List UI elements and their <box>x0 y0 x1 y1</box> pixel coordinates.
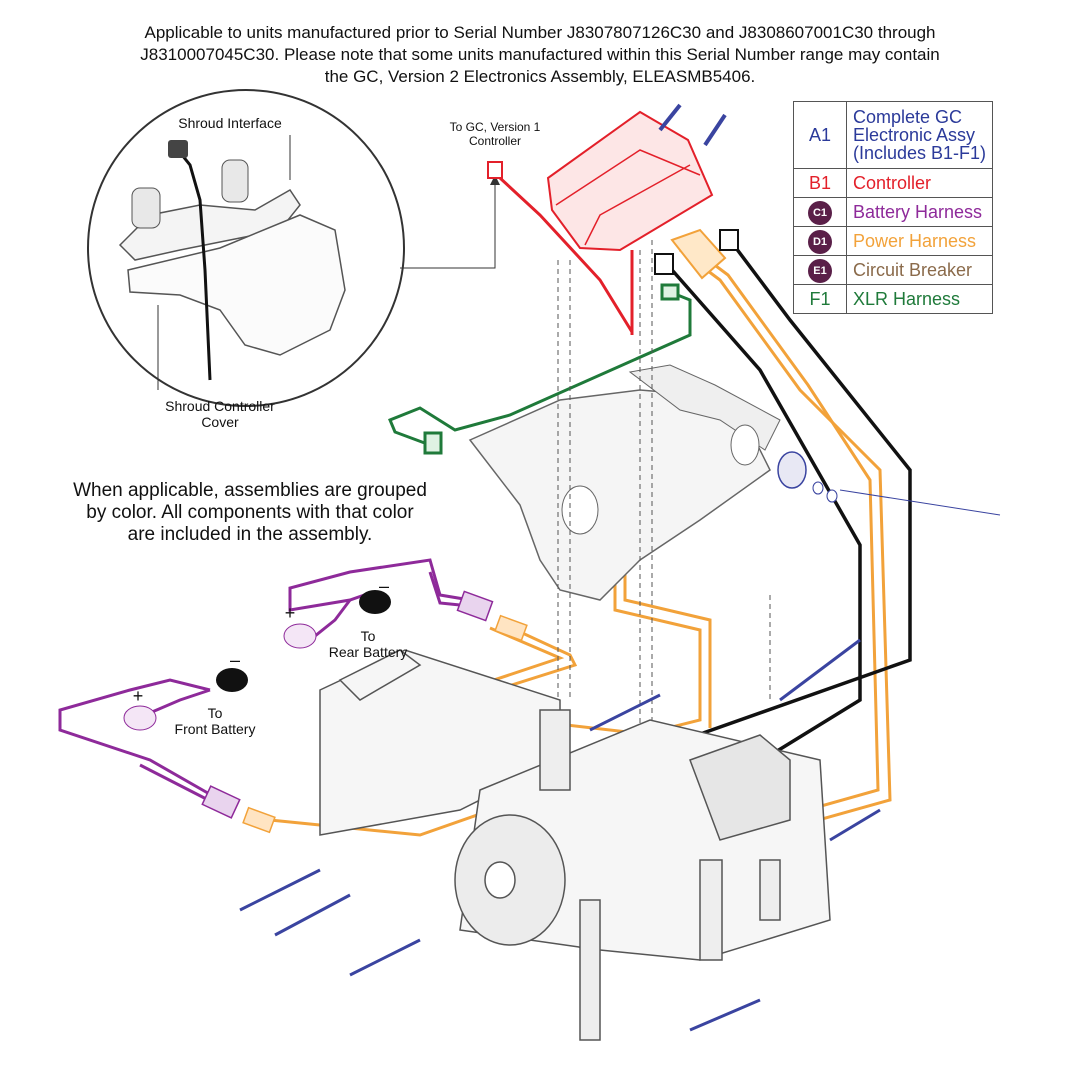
color-grouping-note: When applicable, assemblies are grouped … <box>30 480 470 546</box>
legend-badge-c1: C1 <box>808 200 832 225</box>
label-to-gc-controller: To GC, Version 1 Controller <box>430 120 560 148</box>
legend-name-a1-line-1: Complete GC <box>853 107 963 127</box>
legend-name-a1-line-2: Electronic Assy <box>853 125 976 145</box>
xlr-harness-f1 <box>388 283 692 455</box>
legend-name-e1: Circuit Breaker <box>845 255 994 285</box>
label-rear-minus: – <box>378 576 389 596</box>
legend-row-a1: A1 Complete GC Electronic Assy (Includes… <box>793 101 994 169</box>
parts-legend: A1 Complete GC Electronic Assy (Includes… <box>793 101 994 314</box>
guide-lines <box>557 240 771 760</box>
legend-code-f1: F1 <box>793 284 847 314</box>
legend-name-a1: Complete GC Electronic Assy (Includes B1… <box>845 101 994 169</box>
label-shroud-controller-cover-line-1: Shroud Controller <box>165 398 275 414</box>
legend-name-f1: XLR Harness <box>845 284 994 314</box>
legend-code-a1: A1 <box>793 101 847 169</box>
legend-name-c1: Battery Harness <box>845 197 994 227</box>
base-frame <box>319 649 831 1041</box>
note-line-3: are included in the assembly. <box>127 524 373 545</box>
label-to-gc-line-1: To GC, Version 1 <box>449 120 541 134</box>
detail-circle-shroud <box>87 89 405 407</box>
legend-name-a1-line-3: (Includes B1-F1) <box>853 143 987 163</box>
label-front-minus: – <box>229 650 240 670</box>
label-rear-battery-to: To <box>360 628 376 644</box>
label-rear-battery: To Rear Battery <box>318 628 418 660</box>
label-to-gc-line-2: Controller <box>468 134 522 148</box>
label-rear-plus: + <box>284 603 296 623</box>
label-shroud-interface: Shroud Interface <box>178 115 282 131</box>
legend-row-f1: F1 XLR Harness <box>793 284 994 314</box>
callout-line <box>400 180 496 269</box>
label-front-battery: To Front Battery <box>160 705 270 737</box>
legend-row-b1: B1 Controller <box>793 168 994 198</box>
circuit-breaker-e1 <box>777 451 1001 516</box>
mounting-screws <box>239 638 881 1032</box>
label-front-plus: + <box>132 686 144 706</box>
black-connector-1 <box>654 253 674 275</box>
header-line-3: the GC, Version 2 Electronics Assembly, … <box>324 67 756 86</box>
label-front-battery-name: Front Battery <box>174 721 256 737</box>
legend-code-b1: B1 <box>793 168 847 198</box>
header-line-2: J8310007045C30. Please note that some un… <box>140 45 940 64</box>
legend-row-e1: E1 Circuit Breaker <box>793 255 994 285</box>
note-line-2: by color. All components with that color <box>86 502 414 523</box>
controller-plug <box>487 161 634 333</box>
battery-connectors <box>123 590 528 834</box>
legend-row-d1: D1 Power Harness <box>793 226 994 256</box>
label-rear-battery-name: Rear Battery <box>328 644 408 660</box>
legend-badge-e1: E1 <box>808 258 832 283</box>
controller-b1 <box>546 110 714 335</box>
header-text: Applicable to units manufactured prior t… <box>40 22 1040 88</box>
label-front-battery-to: To <box>207 705 223 721</box>
legend-name-d1: Power Harness <box>845 226 994 256</box>
label-shroud-controller-cover: Shroud Controller Cover <box>135 398 305 430</box>
header-line-1: Applicable to units manufactured prior t… <box>144 23 936 42</box>
controller-screws <box>658 103 727 147</box>
black-connector-2 <box>719 229 739 251</box>
legend-badge-d1: D1 <box>808 229 832 254</box>
shroud-body <box>468 364 781 601</box>
legend-name-b1: Controller <box>845 168 994 198</box>
note-line-1: When applicable, assemblies are grouped <box>73 480 427 501</box>
label-shroud-controller-cover-line-2: Cover <box>201 414 239 430</box>
legend-row-c1: C1 Battery Harness <box>793 197 994 227</box>
